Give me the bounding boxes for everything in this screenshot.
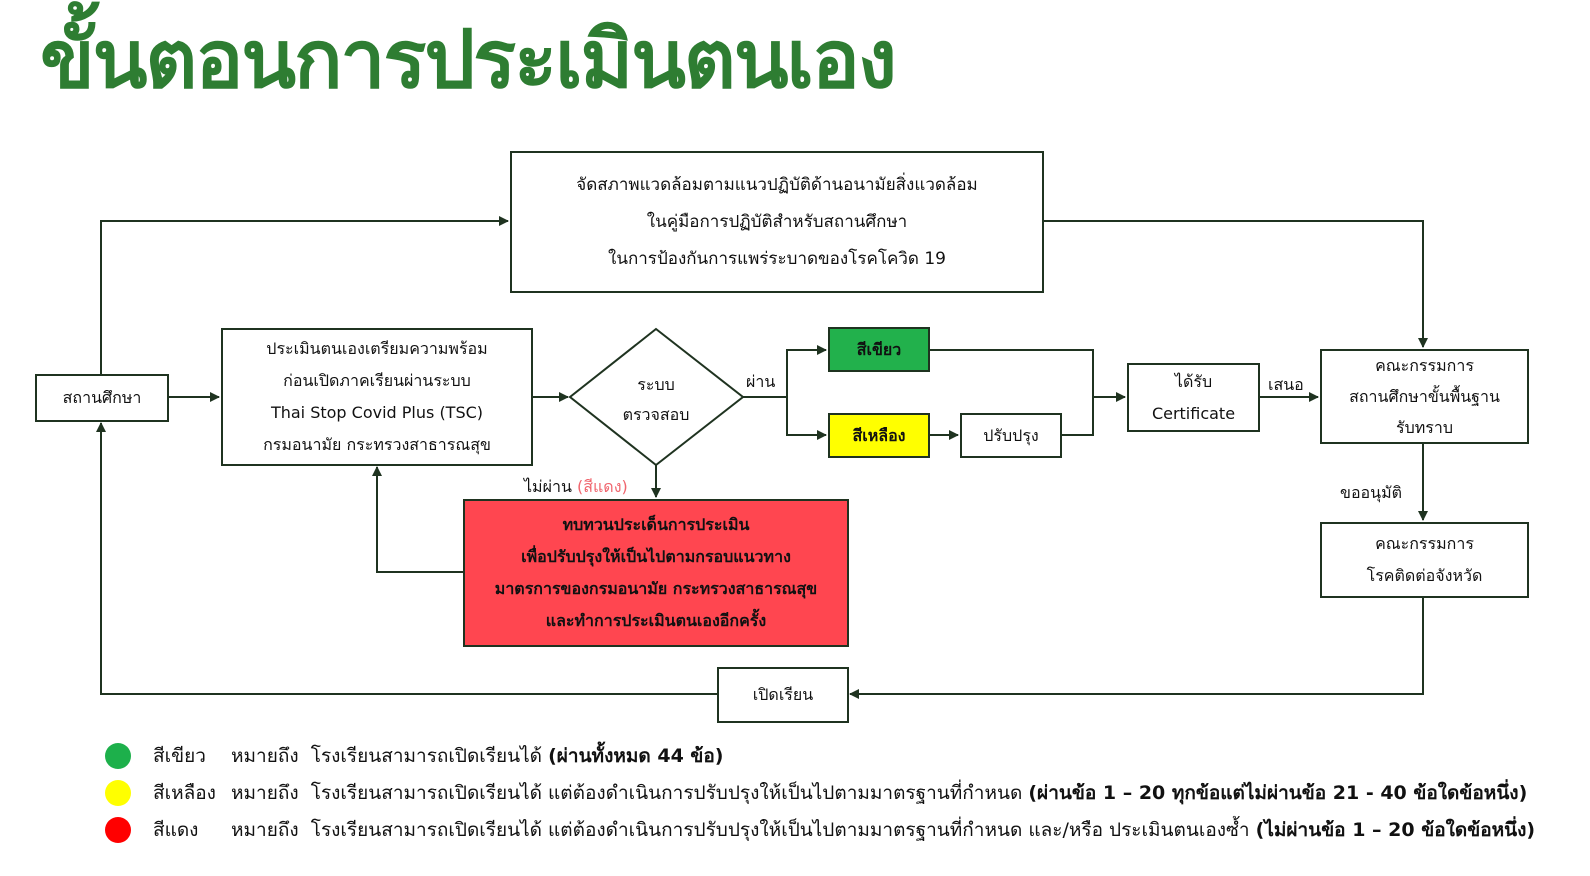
pass-label: ผ่าน [746, 372, 776, 391]
line-green-merge [929, 349, 1094, 436]
committee-line: สถานศึกษาขั้นพื้นฐาน [1349, 387, 1500, 406]
legend-color-name: สีเขียว [153, 745, 206, 767]
red-dot-icon [105, 817, 131, 843]
legend-text: โรงเรียนสามารถเปิดเรียนได้ แต่ต้องดำเนิน… [310, 782, 1023, 804]
legend-means: หมายถึง [231, 745, 299, 767]
legend-text: โรงเรียนสามารถเปิดเรียนได้ [310, 745, 543, 767]
guideline-line: จัดสภาพแวดล้อมตามแนวปฏิบัติด้านอนามัยสิ่… [576, 174, 978, 195]
improve-box: ปรับปรุง [960, 413, 1062, 458]
legend-color-name: สีแดง [153, 819, 199, 841]
legend-item-green: สีเขียว หมายถึง โรงเรียนสามารถเปิดเรียนไ… [105, 741, 724, 771]
yellow-result-box: สีเหลือง [828, 413, 930, 458]
guideline-line: ในคู่มือการปฏิบัติสำหรับสถานศึกษา [646, 211, 908, 232]
certificate-line: ได้รับ [1174, 371, 1213, 391]
review-box: ทบทวนประเด็นการประเมิน เพื่อปรับปรุงให้เ… [463, 499, 849, 647]
arrow-provincial-to-open [849, 597, 1424, 699]
assessment-line: กรมอนามัย กระทรวงสาธารณสุข [263, 435, 491, 454]
legend-means: หมายถึง [231, 782, 299, 804]
arrow-to-yellow [786, 397, 827, 440]
legend-criteria: (ผ่านข้อ 1 – 20 ทุกข้อแต่ไม่ผ่านข้อ 21 -… [1028, 782, 1528, 804]
green-label: สีเขียว [856, 339, 902, 359]
legend-text: โรงเรียนสามารถเปิดเรียนได้ แต่ต้องดำเนิน… [310, 819, 1250, 841]
legend-item-yellow: สีเหลือง หมายถึง โรงเรียนสามารถเปิดเรียน… [105, 778, 1527, 808]
approve-label: ขออนุมัติ [1340, 483, 1403, 502]
assessment-box: ประเมินตนเองเตรียมความพร้อม ก่อนเปิดภาคเ… [221, 328, 533, 466]
yellow-label: สีเหลือง [852, 425, 906, 445]
arrow-open-to-school [96, 422, 717, 695]
guideline-box: จัดสภาพแวดล้อมตามแนวปฏิบัติด้านอนามัยสิ่… [510, 151, 1044, 293]
page-title: ขั้นตอนการประเมินตนเอง [40, 13, 897, 106]
arrow-guideline-to-committee [1043, 220, 1428, 348]
check-diamond [568, 327, 745, 467]
legend-means: หมายถึง [231, 819, 299, 841]
check-line: ระบบ [637, 375, 675, 394]
review-line: มาตรการของกรมอนามัย กระทรวงสาธารณสุข [494, 579, 818, 598]
check-label: ระบบ ตรวจสอบ [610, 370, 702, 430]
propose-label: เสนอ [1268, 375, 1304, 394]
assessment-line: Thai Stop Covid Plus (TSC) [270, 403, 484, 422]
guideline-line: ในการป้องกันการแพร่ระบาดของโรคโควิด 19 [608, 248, 946, 269]
fail-label: ไม่ผ่าน (สีแดง) [524, 475, 628, 500]
fail-text: ไม่ผ่าน [524, 477, 572, 496]
provincial-line: คณะกรรมการ [1375, 534, 1474, 553]
arrow-review-to-assessment [372, 466, 463, 573]
school-box: สถานศึกษา [35, 374, 169, 422]
certificate-box: ได้รับ Certificate [1127, 363, 1260, 432]
committee-line: คณะกรรมการ [1375, 356, 1474, 375]
legend-criteria: (ผ่านทั้งหมด 44 ข้อ) [548, 745, 724, 767]
check-line: ตรวจสอบ [622, 405, 690, 424]
review-line: ทบทวนประเด็นการประเมิน [562, 515, 750, 534]
provincial-committee-box: คณะกรรมการ โรคติดต่อจังหวัด [1320, 522, 1529, 598]
school-label: สถานศึกษา [62, 388, 142, 407]
improve-label: ปรับปรุง [983, 425, 1039, 445]
green-dot-icon [105, 743, 131, 769]
open-label: เปิดเรียน [752, 685, 814, 704]
legend-criteria: (ไม่ผ่านข้อ 1 – 20 ข้อใดข้อหนึ่ง) [1255, 819, 1536, 841]
provincial-line: โรคติดต่อจังหวัด [1366, 566, 1483, 585]
arrow-school-to-guideline [100, 216, 509, 374]
green-result-box: สีเขียว [828, 327, 930, 372]
open-school-box: เปิดเรียน [717, 667, 849, 723]
arrow-to-green [786, 345, 827, 397]
fail-color-text: (สีแดง) [576, 477, 628, 496]
review-line: เพื่อปรับปรุงให้เป็นไปตามกรอบแนวทาง [521, 547, 791, 566]
legend-item-red: สีแดง หมายถึง โรงเรียนสามารถเปิดเรียนได้… [105, 815, 1535, 845]
legend-color-name: สีเหลือง [153, 782, 216, 804]
committee-box: คณะกรรมการ สถานศึกษาขั้นพื้นฐาน รับทราบ [1320, 349, 1529, 444]
assessment-line: ประเมินตนเองเตรียมความพร้อม [266, 339, 488, 358]
review-line: และทำการประเมินตนเองอีกครั้ง [545, 611, 767, 630]
yellow-dot-icon [105, 780, 131, 806]
assessment-line: ก่อนเปิดภาคเรียนผ่านระบบ [283, 371, 471, 390]
committee-line: รับทราบ [1395, 418, 1454, 437]
certificate-line: Certificate [1151, 403, 1236, 423]
